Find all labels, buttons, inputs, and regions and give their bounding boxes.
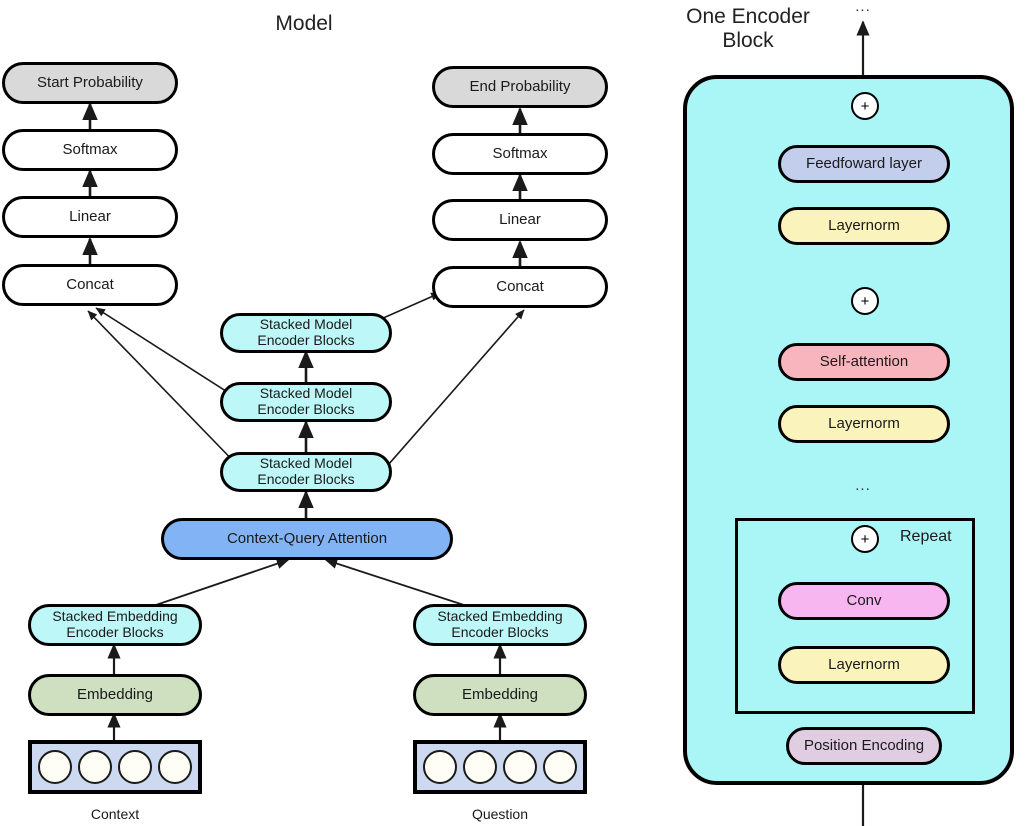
encoder-block-title: One Encoder Block [686, 5, 810, 53]
top-ellipsis: ... [855, 0, 871, 15]
context-token-box[interactable] [28, 740, 202, 794]
stacked-model-encoder-blocks-3[interactable]: Stacked Model Encoder Blocks [220, 313, 392, 353]
question-stacked-embedding-encoder-blocks[interactable]: Stacked Embedding Encoder Blocks [413, 604, 587, 646]
stacked-model-encoder-blocks-2[interactable]: Stacked Model Encoder Blocks [220, 382, 392, 422]
question-token-4 [543, 750, 577, 784]
start-linear-node[interactable]: Linear [2, 196, 178, 238]
layernorm-conv-node[interactable]: Layernorm [778, 646, 950, 684]
context-token-2 [78, 750, 112, 784]
question-token-3 [503, 750, 537, 784]
context-stacked-embedding-encoder-blocks[interactable]: Stacked Embedding Encoder Blocks [28, 604, 202, 646]
layernorm-feedforward-node[interactable]: Layernorm [778, 207, 950, 245]
add-node-conv: + [851, 525, 879, 553]
layernorm-self-attention-node[interactable]: Layernorm [778, 405, 950, 443]
context-token-1 [38, 750, 72, 784]
mid-ellipsis: ... [855, 477, 871, 494]
question-token-2 [463, 750, 497, 784]
question-token-box[interactable] [413, 740, 587, 794]
model-title: Model [275, 12, 333, 35]
end-softmax-node[interactable]: Softmax [432, 133, 608, 175]
add-node-feedforward: + [851, 92, 879, 120]
start-probability-node[interactable]: Start Probability [2, 62, 178, 104]
end-concat-node[interactable]: Concat [432, 266, 608, 308]
context-token-3 [118, 750, 152, 784]
self-attention-node[interactable]: Self-attention [778, 343, 950, 381]
question-caption: Question [471, 806, 529, 822]
repeat-group-box [735, 518, 975, 714]
context-caption: Context [90, 806, 140, 822]
end-linear-node[interactable]: Linear [432, 199, 608, 241]
repeat-label: Repeat [900, 528, 952, 545]
feedforward-layer-node[interactable]: Feedfoward layer [778, 145, 950, 183]
add-node-self-attention: + [851, 287, 879, 315]
stacked-model-encoder-blocks-1[interactable]: Stacked Model Encoder Blocks [220, 452, 392, 492]
conv-node[interactable]: Conv [778, 582, 950, 620]
question-token-1 [423, 750, 457, 784]
question-embedding-node[interactable]: Embedding [413, 674, 587, 716]
end-probability-node[interactable]: End Probability [432, 66, 608, 108]
start-concat-node[interactable]: Concat [2, 264, 178, 306]
position-encoding-node[interactable]: Position Encoding [786, 727, 942, 765]
context-embedding-node[interactable]: Embedding [28, 674, 202, 716]
start-softmax-node[interactable]: Softmax [2, 129, 178, 171]
context-token-4 [158, 750, 192, 784]
context-query-attention-node[interactable]: Context-Query Attention [161, 518, 453, 560]
